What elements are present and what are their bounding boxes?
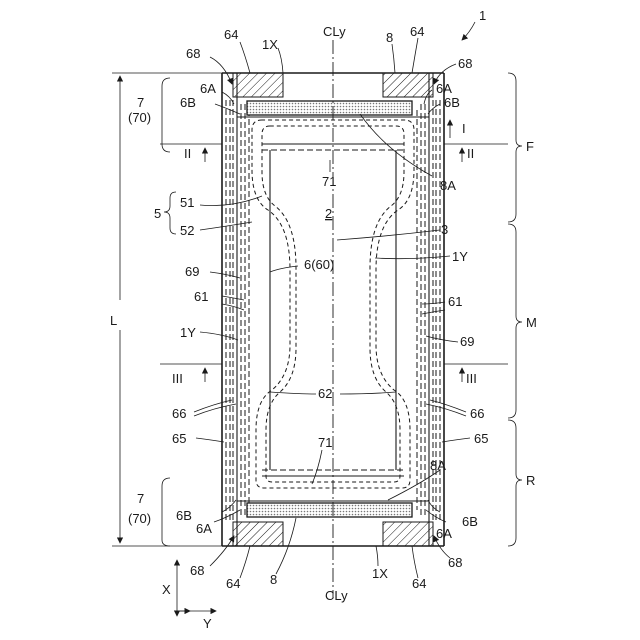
label-64-top-right: 64 xyxy=(410,24,424,39)
label-66-right: 66 xyxy=(470,406,484,421)
label-71-bottom: 71 xyxy=(318,435,332,450)
label-section-II-left: II xyxy=(184,146,191,161)
label-section-III-left: III xyxy=(172,371,183,386)
end-seal-bottom-right xyxy=(383,522,433,546)
label-6B-bottom-right: 6B xyxy=(462,514,478,529)
end-seal-bottom-left xyxy=(233,522,283,546)
label-1Y-right: 1Y xyxy=(452,249,468,264)
right-brackets xyxy=(508,73,522,546)
label-section-I: I xyxy=(462,121,466,136)
label-68-top-left: 68 xyxy=(186,46,200,61)
label-52: 52 xyxy=(180,223,194,238)
label-64-top-left: 64 xyxy=(224,27,238,42)
label-section-III-right: III xyxy=(466,371,477,386)
label-6B-top-left: 6B xyxy=(180,95,196,110)
label-8A-bottom: 8A xyxy=(430,458,446,473)
label-6B-bottom-left: 6B xyxy=(176,508,192,523)
label-68-bottom-right: 68 xyxy=(448,555,462,570)
left-brackets xyxy=(162,78,176,546)
adhesive-strips xyxy=(247,101,412,517)
end-seal-top-left xyxy=(233,73,283,97)
label-5: 5 xyxy=(154,206,161,221)
label-R: R xyxy=(526,473,535,488)
label-68-top-right: 68 xyxy=(458,56,472,71)
end-seal-top-right xyxy=(383,73,433,97)
label-6A-bottom-right: 6A xyxy=(436,526,452,541)
label-6A-top-left: 6A xyxy=(200,81,216,96)
label-7-top: 7 xyxy=(137,95,144,110)
label-1X-top: 1X xyxy=(262,37,278,52)
label-61-right: 61 xyxy=(448,294,462,309)
label-65-left: 65 xyxy=(172,431,186,446)
label-64-bottom-right: 64 xyxy=(412,576,426,591)
label-69-right: 69 xyxy=(460,334,474,349)
label-66-left: 66 xyxy=(172,406,186,421)
label-2: 2 xyxy=(325,206,332,221)
label-68-bottom-left: 68 xyxy=(190,563,204,578)
label-axis-X: X xyxy=(162,582,171,597)
label-61-left: 61 xyxy=(194,289,208,304)
label-7-bottom: 7 xyxy=(137,491,144,506)
label-CLy-bottom: CLy xyxy=(325,588,348,603)
label-figure-ref: 1 xyxy=(479,8,486,23)
label-6B-top-right: 6B xyxy=(444,95,460,110)
figure-ref-arrow xyxy=(462,22,475,40)
label-axis-Y: Y xyxy=(203,616,212,631)
label-70-top: (70) xyxy=(128,110,151,125)
label-section-II-right: II xyxy=(467,146,474,161)
label-8A-top: 8A xyxy=(440,178,456,193)
label-L: L xyxy=(110,313,117,328)
label-70-bottom: (70) xyxy=(128,511,151,526)
label-64-bottom-left: 64 xyxy=(226,576,240,591)
label-1X-bottom: 1X xyxy=(372,566,388,581)
label-6A-top-right: 6A xyxy=(436,81,452,96)
label-62: 62 xyxy=(318,386,332,401)
label-71-top: 71 xyxy=(322,174,336,189)
label-8-top: 8 xyxy=(386,30,393,45)
label-6A-bottom-left: 6A xyxy=(196,521,212,536)
adhesive-strip-top xyxy=(247,101,412,115)
label-M: M xyxy=(526,315,537,330)
label-CLy-top: CLy xyxy=(323,24,346,39)
label-51: 51 xyxy=(180,195,194,210)
label-1Y-left: 1Y xyxy=(180,325,196,340)
label-F: F xyxy=(526,139,534,154)
adhesive-strip-bottom xyxy=(247,503,412,517)
label-6-60: 6(60) xyxy=(304,257,334,272)
label-3: 3 xyxy=(441,222,448,237)
label-69-left: 69 xyxy=(185,264,199,279)
label-8-bottom: 8 xyxy=(270,572,277,587)
label-65-right: 65 xyxy=(474,431,488,446)
